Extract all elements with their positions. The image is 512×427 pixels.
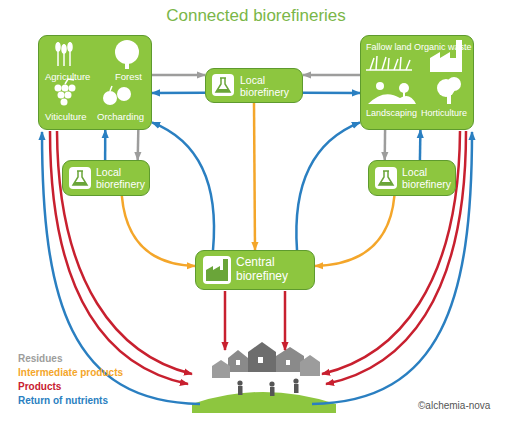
source-box: Fallow landOrganic wasteLandscaping Horti… — [360, 35, 474, 130]
legend-entry: Return of nutrients — [18, 394, 123, 408]
drawing-part — [270, 387, 275, 396]
node-label: Agriculture — [45, 72, 90, 83]
product-arrow — [322, 131, 460, 374]
flow-arrow — [152, 122, 214, 250]
node-label: Fallow land — [366, 42, 412, 52]
legend-colored-text: Intermediate products — [18, 367, 123, 378]
node-label: Landscaping — [366, 108, 417, 118]
legend: ResiduesIntermediate productsProductsRet… — [18, 352, 123, 408]
legend-colored-text: Residues — [18, 353, 62, 364]
flow-arrow — [104, 130, 107, 160]
drawing-part — [286, 360, 290, 365]
nutrient-arrow — [42, 132, 200, 404]
product-arrow — [57, 131, 192, 374]
flow-arrow — [122, 196, 195, 266]
drawing-part — [228, 350, 248, 372]
flow-arrow — [303, 92, 360, 95]
product-arrow — [50, 131, 188, 384]
legend-entry: Residues — [18, 352, 123, 366]
node-label: Viticulture — [45, 112, 87, 123]
drawing-part — [236, 360, 240, 365]
node-label: Forest — [115, 72, 142, 83]
legend-text: Return of nutrients — [18, 395, 108, 406]
node-label: Organic waste — [414, 42, 472, 52]
product-arrow — [284, 291, 287, 350]
legend-colored-text: Return of nutrients — [18, 395, 108, 406]
legend-entry: Products — [18, 380, 123, 394]
flow-arrow — [136, 130, 139, 160]
source-box: Agriculture ForestViticulture Orcharding — [38, 35, 152, 130]
legend-text: Products — [18, 381, 61, 392]
legend-text: Intermediate products — [18, 367, 123, 378]
node-label: Local biorefinery — [402, 166, 456, 190]
drawing-part — [293, 378, 298, 383]
product-arrow — [224, 291, 227, 350]
drawing-part — [258, 357, 263, 363]
process-box: Local biorefinery — [368, 160, 456, 196]
node-label: Local biorefinery — [96, 166, 150, 190]
legend-colored-text: Products — [18, 381, 61, 392]
drawing-part — [192, 392, 336, 413]
drawing-part — [212, 360, 230, 378]
flow-arrow — [383, 130, 386, 160]
process-box: Local biorefinery — [62, 160, 150, 196]
flow-arrow — [303, 74, 360, 77]
diagram-title: Connected biorefineries — [0, 6, 512, 26]
drawing-part — [237, 380, 242, 385]
process-box: Local biorefinery — [205, 68, 303, 103]
node-label: Orcharding — [97, 112, 144, 123]
flow-arrow — [315, 196, 394, 266]
drawing-part — [269, 381, 274, 386]
nutrient-arrow — [312, 132, 472, 404]
flow-arrow — [254, 103, 255, 250]
node-label: Local biorefinery — [240, 74, 300, 98]
flow-arrow — [152, 74, 205, 77]
village-illustration — [192, 342, 336, 413]
node-label: Horticulture — [421, 108, 467, 118]
legend-entry: Intermediate products — [18, 366, 123, 380]
node-label: Central biorefiney — [236, 256, 312, 284]
drawing-part — [238, 386, 243, 395]
drawing-part — [248, 342, 276, 372]
drawing-part — [294, 384, 299, 393]
drawing-part — [276, 347, 304, 372]
central-process-box: Central biorefiney — [195, 250, 315, 290]
flow-arrow — [296, 122, 360, 250]
legend-text: Residues — [18, 353, 62, 364]
copyright-note: ©alchemia-nova — [418, 400, 490, 411]
flow-arrow — [152, 92, 205, 95]
product-arrow — [326, 131, 466, 384]
drawing-part — [300, 355, 320, 376]
flow-arrow — [419, 130, 422, 160]
